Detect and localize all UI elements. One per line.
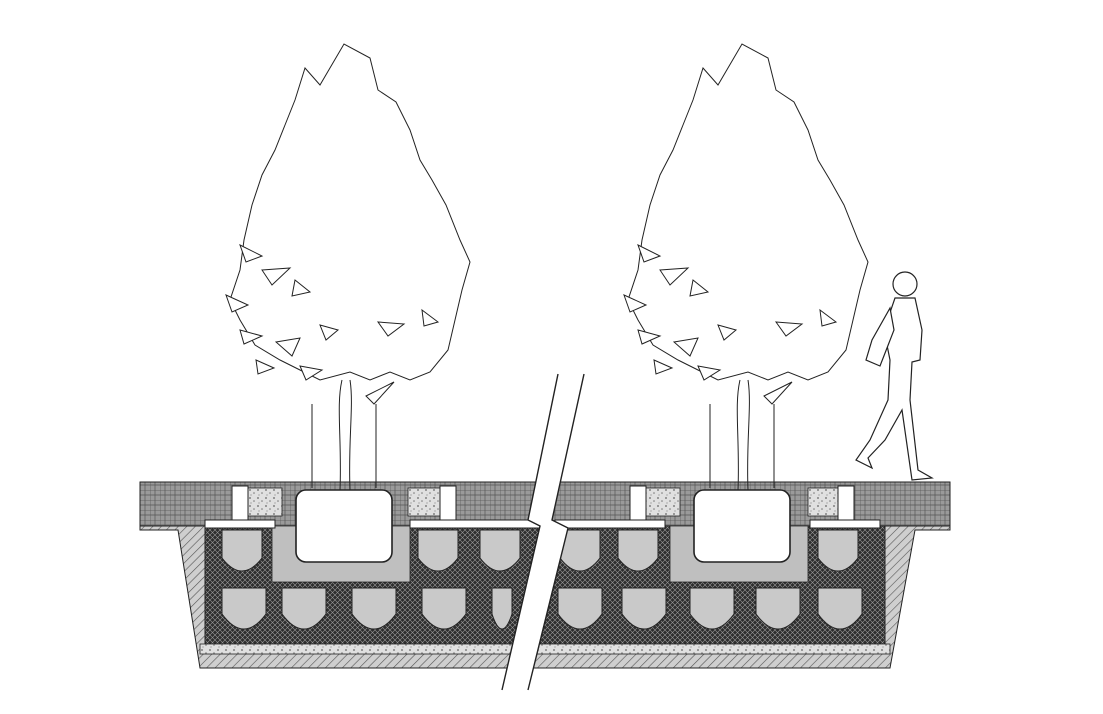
base-layer [199, 643, 891, 655]
tree-canopy-right [627, 43, 869, 381]
pedestrian-figure [855, 271, 934, 481]
soil-cell-cups [221, 529, 863, 630]
deck-edges [204, 519, 881, 529]
root-ball-right [693, 489, 791, 563]
break-line [501, 373, 585, 691]
leaf-triangles-right [623, 243, 838, 405]
leaf-triangles-left [225, 243, 440, 405]
support-posts [231, 485, 855, 527]
root-ball-left [295, 489, 393, 563]
mulch-pockets [247, 487, 843, 517]
tree-canopy-left [229, 43, 471, 381]
tree-trunks [311, 379, 775, 491]
